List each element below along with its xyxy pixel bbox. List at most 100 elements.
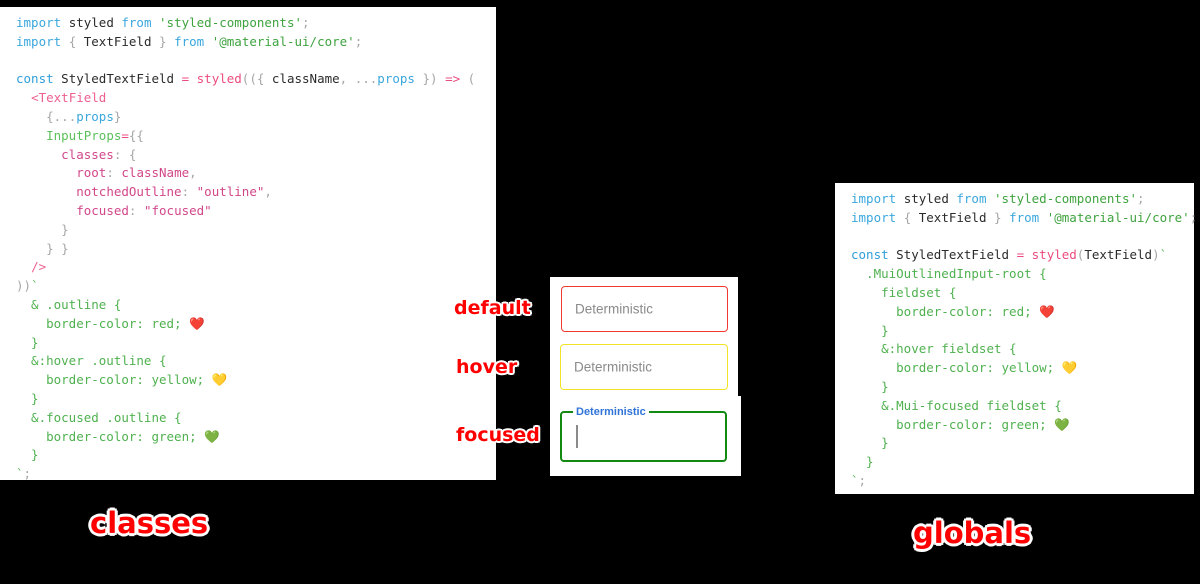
code-token: 'styled-components' <box>159 15 303 30</box>
code-token: className <box>264 71 340 87</box>
code-token <box>1039 210 1047 225</box>
code-token: TextField <box>76 33 160 49</box>
code-token: StyledTextField <box>888 247 1017 263</box>
code-token: 💛 <box>1061 360 1078 376</box>
code-token: notchedOutline <box>76 184 182 200</box>
code-token <box>189 71 197 86</box>
code-token: } <box>851 454 874 470</box>
code-token: from <box>1009 209 1040 225</box>
code-token <box>460 71 468 86</box>
textfield-focused-floating-label: Deterministic <box>573 405 649 419</box>
code-token: focused <box>76 202 129 218</box>
code-token: } <box>851 378 889 394</box>
code-token: & .outline { <box>16 296 122 312</box>
code-token: ; <box>354 33 363 49</box>
code-line: import styled from 'styled-components'; <box>851 190 1194 209</box>
code-token <box>986 191 994 206</box>
code-line: const StyledTextField = styled(({ classN… <box>16 70 496 89</box>
code-token: classes <box>61 146 114 162</box>
code-token: : <box>181 184 190 200</box>
code-token: &.Mui-focused fieldset { <box>851 397 1062 413</box>
textfield-hover-state[interactable]: Deterministic <box>560 344 728 390</box>
annotation-hover: hover <box>456 356 518 378</box>
code-token: } } <box>46 240 69 256</box>
code-token: } <box>159 33 167 49</box>
code-token: : <box>113 146 122 162</box>
code-line: border-color: red; ❤️ <box>16 315 496 334</box>
code-line: } <box>851 378 1194 397</box>
code-token <box>189 184 197 199</box>
code-token <box>16 184 76 199</box>
code-line: border-color: green; 💚 <box>851 416 1194 435</box>
code-token: )) <box>16 278 32 294</box>
code-token <box>347 71 355 86</box>
code-token: {{ <box>128 127 144 143</box>
code-token: from <box>121 15 152 30</box>
code-token: { <box>903 209 912 225</box>
code-line: root: className, <box>16 164 496 183</box>
code-token: root <box>76 165 107 181</box>
code-token: , <box>264 184 272 200</box>
code-token <box>16 128 46 143</box>
code-line: } <box>851 434 1194 453</box>
code-token <box>167 34 175 49</box>
code-line: .MuiOutlinedInput-root { <box>851 265 1194 284</box>
code-line: {...props} <box>16 108 496 127</box>
code-token: } <box>16 447 39 463</box>
code-token: = <box>1016 247 1025 263</box>
code-token: '@material-ui/core' <box>211 33 355 49</box>
code-token: from <box>174 33 205 49</box>
code-line: const StyledTextField = styled(TextField… <box>851 246 1194 265</box>
annotation-default: default <box>454 297 531 319</box>
code-token: , <box>189 165 197 181</box>
code-token <box>16 109 46 124</box>
code-token: styled <box>68 15 114 30</box>
textfield-focused-state[interactable]: Deterministic <box>560 405 727 462</box>
code-line <box>16 52 496 71</box>
code-line: & .outline { <box>16 296 496 315</box>
code-line: border-color: yellow; 💛 <box>16 371 496 390</box>
code-line: classes: { <box>16 146 496 165</box>
code-token: styled <box>1031 247 1077 263</box>
code-line: } <box>851 453 1194 472</box>
code-token: border-color: yellow; <box>851 360 1062 376</box>
code-line: } <box>851 322 1194 341</box>
code-token: .MuiOutlinedInput-root { <box>851 266 1047 282</box>
code-line: import styled from 'styled-components'; <box>16 14 496 33</box>
code-token: props <box>377 71 415 87</box>
code-token: ` <box>31 278 39 294</box>
code-line: } <box>16 446 496 465</box>
code-token: <TextField <box>31 90 107 106</box>
code-line: notchedOutline: "outline", <box>16 183 496 202</box>
textfield-hover-value: Deterministic <box>574 359 653 375</box>
code-line: } <box>16 390 496 409</box>
code-token: => <box>445 71 461 87</box>
code-token: border-color: green; <box>16 428 205 444</box>
code-token: ` <box>1159 247 1168 263</box>
code-token: ... <box>354 71 378 87</box>
code-token: ( <box>1076 247 1085 263</box>
code-token: ` <box>851 472 859 488</box>
code-token: , <box>339 71 348 87</box>
code-token: className <box>121 165 190 181</box>
code-token: 'styled-components' <box>994 191 1138 206</box>
textfield-default-state[interactable]: Deterministic <box>561 286 728 332</box>
code-line: `; <box>16 465 496 484</box>
code-token: } <box>16 390 39 406</box>
code-token <box>204 34 212 49</box>
code-token: : <box>128 202 137 218</box>
code-token: { <box>128 146 137 162</box>
code-line: border-color: red; ❤️ <box>851 303 1194 322</box>
code-token: 💚 <box>1054 416 1070 432</box>
code-line: border-color: green; 💚 <box>16 428 496 447</box>
code-token: = <box>121 127 129 143</box>
code-line: border-color: yellow; 💛 <box>851 359 1194 378</box>
code-line: &.focused .outline { <box>16 409 496 428</box>
code-token: } <box>16 334 39 350</box>
code-token: : <box>106 165 114 181</box>
code-line: ))` <box>16 277 496 296</box>
code-token <box>896 210 904 225</box>
code-token: fieldset { <box>851 284 957 300</box>
code-token: 💚 <box>204 428 220 444</box>
code-token: StyledTextField <box>53 71 182 87</box>
